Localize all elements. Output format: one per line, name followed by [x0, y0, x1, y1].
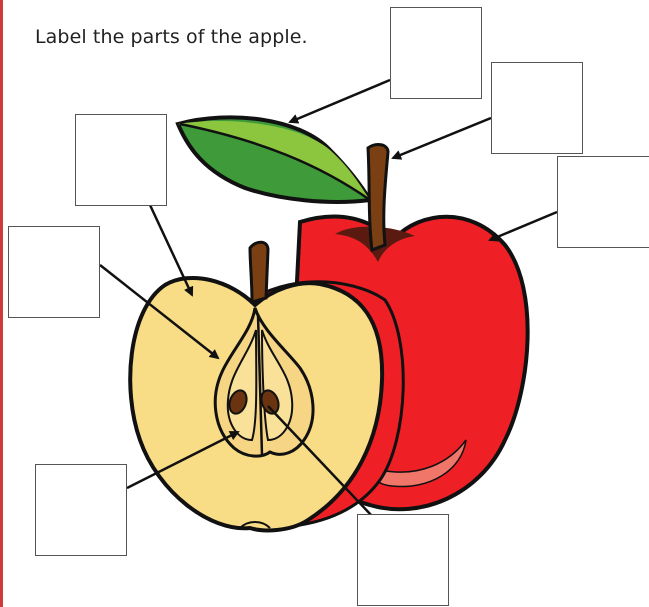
label-box-stem[interactable]: [491, 62, 583, 154]
arrow-skin: [490, 212, 557, 240]
label-box-core[interactable]: [8, 226, 100, 318]
label-box-flesh-text: [76, 115, 166, 123]
label-box-leaf[interactable]: [390, 7, 482, 99]
arrow-stem: [393, 118, 491, 158]
label-box-stem-text: [492, 63, 582, 71]
label-box-seed-chamber-text: [36, 465, 126, 473]
label-box-skin[interactable]: [557, 156, 649, 248]
label-box-flesh[interactable]: [75, 114, 167, 206]
leaf: [178, 117, 370, 202]
label-box-core-text: [9, 227, 99, 235]
label-box-seed-text: [358, 515, 448, 523]
label-box-seed[interactable]: [357, 514, 449, 606]
label-box-leaf-text: [391, 8, 481, 16]
label-box-skin-text: [558, 157, 649, 165]
label-box-seed-chamber[interactable]: [35, 464, 127, 556]
arrow-leaf: [290, 80, 390, 122]
apple-stem: [368, 145, 388, 250]
